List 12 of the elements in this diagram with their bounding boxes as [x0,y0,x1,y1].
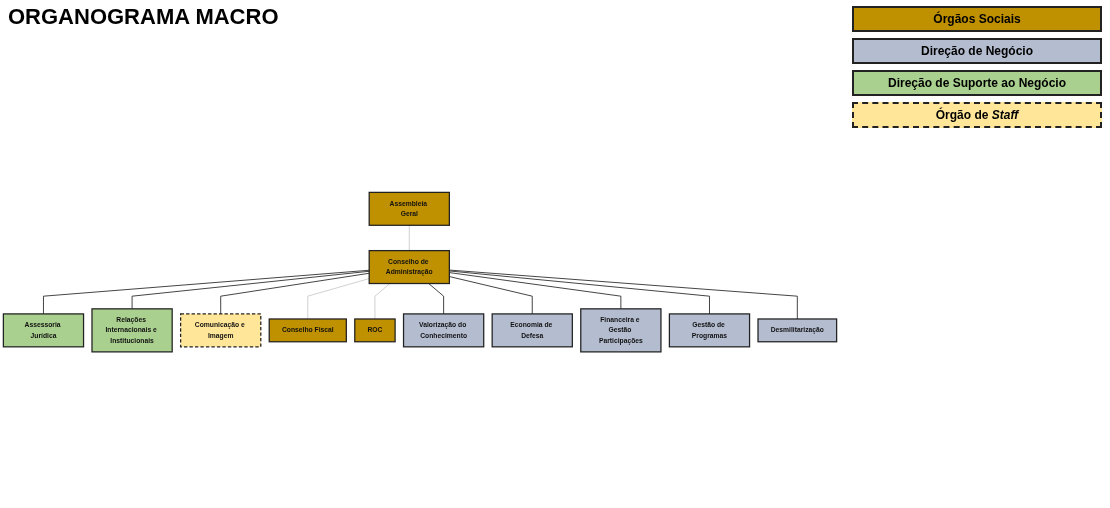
connector [220,272,370,315]
legend-entry: Direção de Negócio [852,38,1102,64]
connector [43,269,370,315]
connector [408,224,410,251]
legend-entry: Órgão de Staff [852,102,1102,128]
legend-entry: Direção de Suporte ao Negócio [852,70,1102,96]
connector [374,282,391,320]
legend-entry: Órgãos Sociais [852,6,1102,32]
diagram-title: ORGANOGRAMA MACRO [8,4,279,30]
connector [307,278,370,320]
connector [428,282,445,315]
connector [131,270,370,310]
